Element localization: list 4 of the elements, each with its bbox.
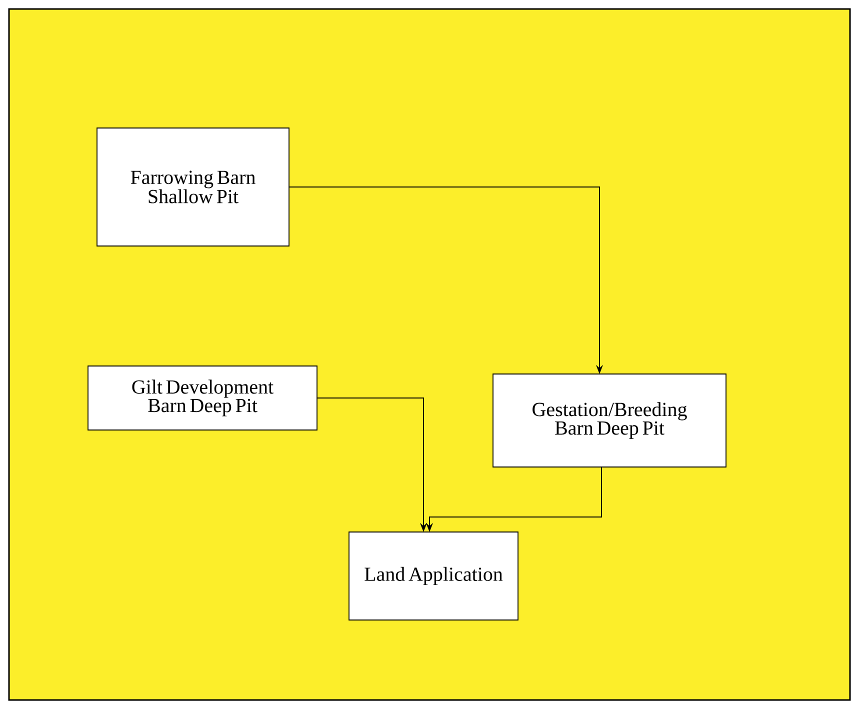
process-box: Gestation/Breeding Barn Deep Pit [492,374,726,468]
process-box: Farrowing Barn Shallow Pit [96,128,290,246]
process-box: Land Application [348,532,518,620]
process-box: Gilt Development Barn Deep Pit [88,366,318,430]
